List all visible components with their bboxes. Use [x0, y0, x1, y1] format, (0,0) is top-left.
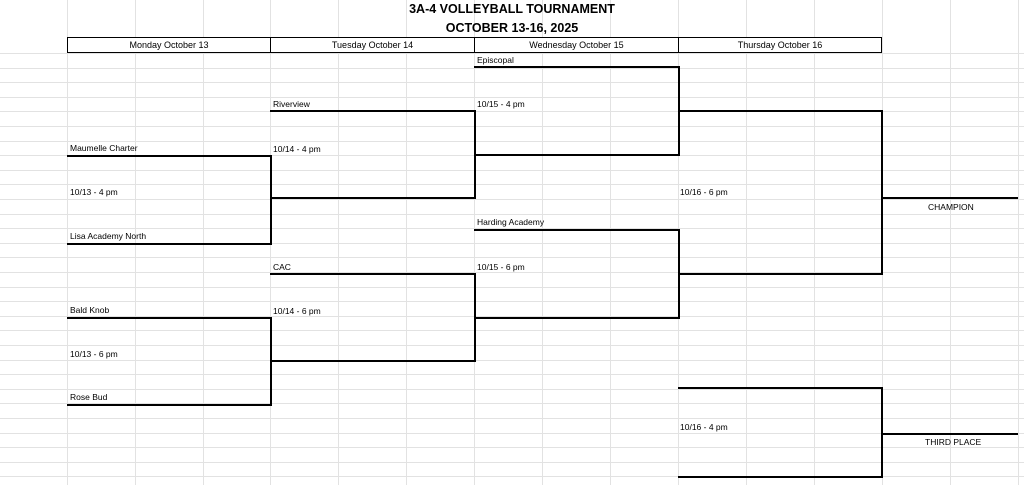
- bracket-line: [474, 154, 680, 156]
- bracket-line: [270, 110, 476, 112]
- grid-row-line: [0, 345, 1024, 346]
- grid-row-line: [0, 111, 1024, 112]
- bracket-line: [270, 155, 272, 245]
- grid-row-line: [0, 126, 1024, 127]
- grid-row-line: [0, 476, 1024, 477]
- team-slot-riverview[interactable]: Riverview: [273, 99, 310, 109]
- day-header-thursday[interactable]: Thursday October 16: [678, 37, 882, 53]
- grid-row-line: [0, 418, 1024, 419]
- match-time-label: 10/14 - 4 pm: [273, 144, 321, 154]
- day-header-tuesday[interactable]: Tuesday October 14: [270, 37, 475, 53]
- grid-row-line: [0, 330, 1024, 331]
- grid-column-line: [203, 0, 204, 485]
- grid-row-line: [0, 228, 1024, 229]
- grid-column-line: [338, 0, 339, 485]
- grid-row-line: [0, 53, 1024, 54]
- grid-row-line: [0, 462, 1024, 463]
- grid-row-line: [0, 389, 1024, 390]
- bracket-line: [474, 66, 680, 68]
- tournament-dates: OCTOBER 13-16, 2025: [445, 21, 579, 35]
- bracket-line: [474, 317, 680, 319]
- match-time-label: 10/15 - 6 pm: [477, 262, 525, 272]
- grid-row-line: [0, 447, 1024, 448]
- grid-row-line: [0, 82, 1024, 83]
- grid-column-line: [542, 0, 543, 485]
- bracket-line: [67, 243, 272, 245]
- bracket-line: [270, 273, 476, 275]
- grid-row-line: [0, 433, 1024, 434]
- grid-row-line: [0, 301, 1024, 302]
- team-slot-maumelle-charter[interactable]: Maumelle Charter: [70, 143, 138, 153]
- grid-column-line: [474, 0, 475, 485]
- grid-row-line: [0, 316, 1024, 317]
- grid-column-line: [746, 0, 747, 485]
- grid-row-line: [0, 170, 1024, 171]
- bracket-line: [67, 317, 272, 319]
- grid-column-line: [814, 0, 815, 485]
- grid-row-line: [0, 68, 1024, 69]
- team-slot-cac[interactable]: CAC: [273, 262, 291, 272]
- match-time-label: 10/13 - 6 pm: [70, 349, 118, 359]
- bracket-line: [270, 360, 476, 362]
- grid-row-line: [0, 141, 1024, 142]
- grid-row-line: [0, 199, 1024, 200]
- day-header-monday[interactable]: Monday October 13: [67, 37, 271, 53]
- bracket-line: [881, 433, 1018, 435]
- bracket-line: [678, 110, 883, 112]
- bracket-line: [270, 197, 476, 199]
- tournament-title: 3A-4 VOLLEYBALL TOURNAMENT: [409, 2, 615, 16]
- team-slot-rose-bud[interactable]: Rose Bud: [70, 392, 108, 402]
- grid-row-line: [0, 243, 1024, 244]
- bracket-line: [678, 387, 883, 389]
- bracket-line: [67, 404, 272, 406]
- team-slot-lisa-academy-north[interactable]: Lisa Academy North: [70, 231, 147, 241]
- bracket-line: [678, 476, 883, 478]
- grid-row-line: [0, 97, 1024, 98]
- bracket-line: [474, 229, 680, 231]
- match-time-label: 10/14 - 6 pm: [273, 306, 321, 316]
- grid-row-line: [0, 360, 1024, 361]
- grid-row-line: [0, 287, 1024, 288]
- grid-row-line: [0, 257, 1024, 258]
- match-time-label: 10/13 - 4 pm: [70, 187, 118, 197]
- grid-column-line: [67, 0, 68, 485]
- grid-row-line: [0, 403, 1024, 404]
- bracket-line: [881, 197, 1018, 199]
- grid-column-line: [610, 0, 611, 485]
- grid-column-line: [406, 0, 407, 485]
- grid-row-line: [0, 214, 1024, 215]
- team-slot-harding-academy[interactable]: Harding Academy: [477, 217, 545, 227]
- bracket-line: [67, 155, 272, 157]
- team-slot-episcopal[interactable]: Episcopal: [477, 55, 514, 65]
- grid-row-line: [0, 272, 1024, 273]
- team-slot-bald-knob[interactable]: Bald Knob: [70, 305, 110, 315]
- day-header-wednesday[interactable]: Wednesday October 15: [474, 37, 679, 53]
- grid-row-line: [0, 184, 1024, 185]
- bracket-line: [881, 110, 883, 275]
- grid-row-line: [0, 374, 1024, 375]
- match-time-label: 10/16 - 4 pm: [680, 422, 728, 432]
- match-time-label: 10/16 - 6 pm: [680, 187, 728, 197]
- grid-column-line: [1018, 0, 1019, 485]
- bracket-line: [678, 273, 883, 275]
- bracket-line: [881, 387, 883, 478]
- champion-label: CHAMPION: [928, 202, 974, 212]
- match-time-label: 10/15 - 4 pm: [477, 99, 525, 109]
- third-place-label: THIRD PLACE: [925, 437, 982, 447]
- grid-column-line: [950, 0, 951, 485]
- grid-column-line: [135, 0, 136, 485]
